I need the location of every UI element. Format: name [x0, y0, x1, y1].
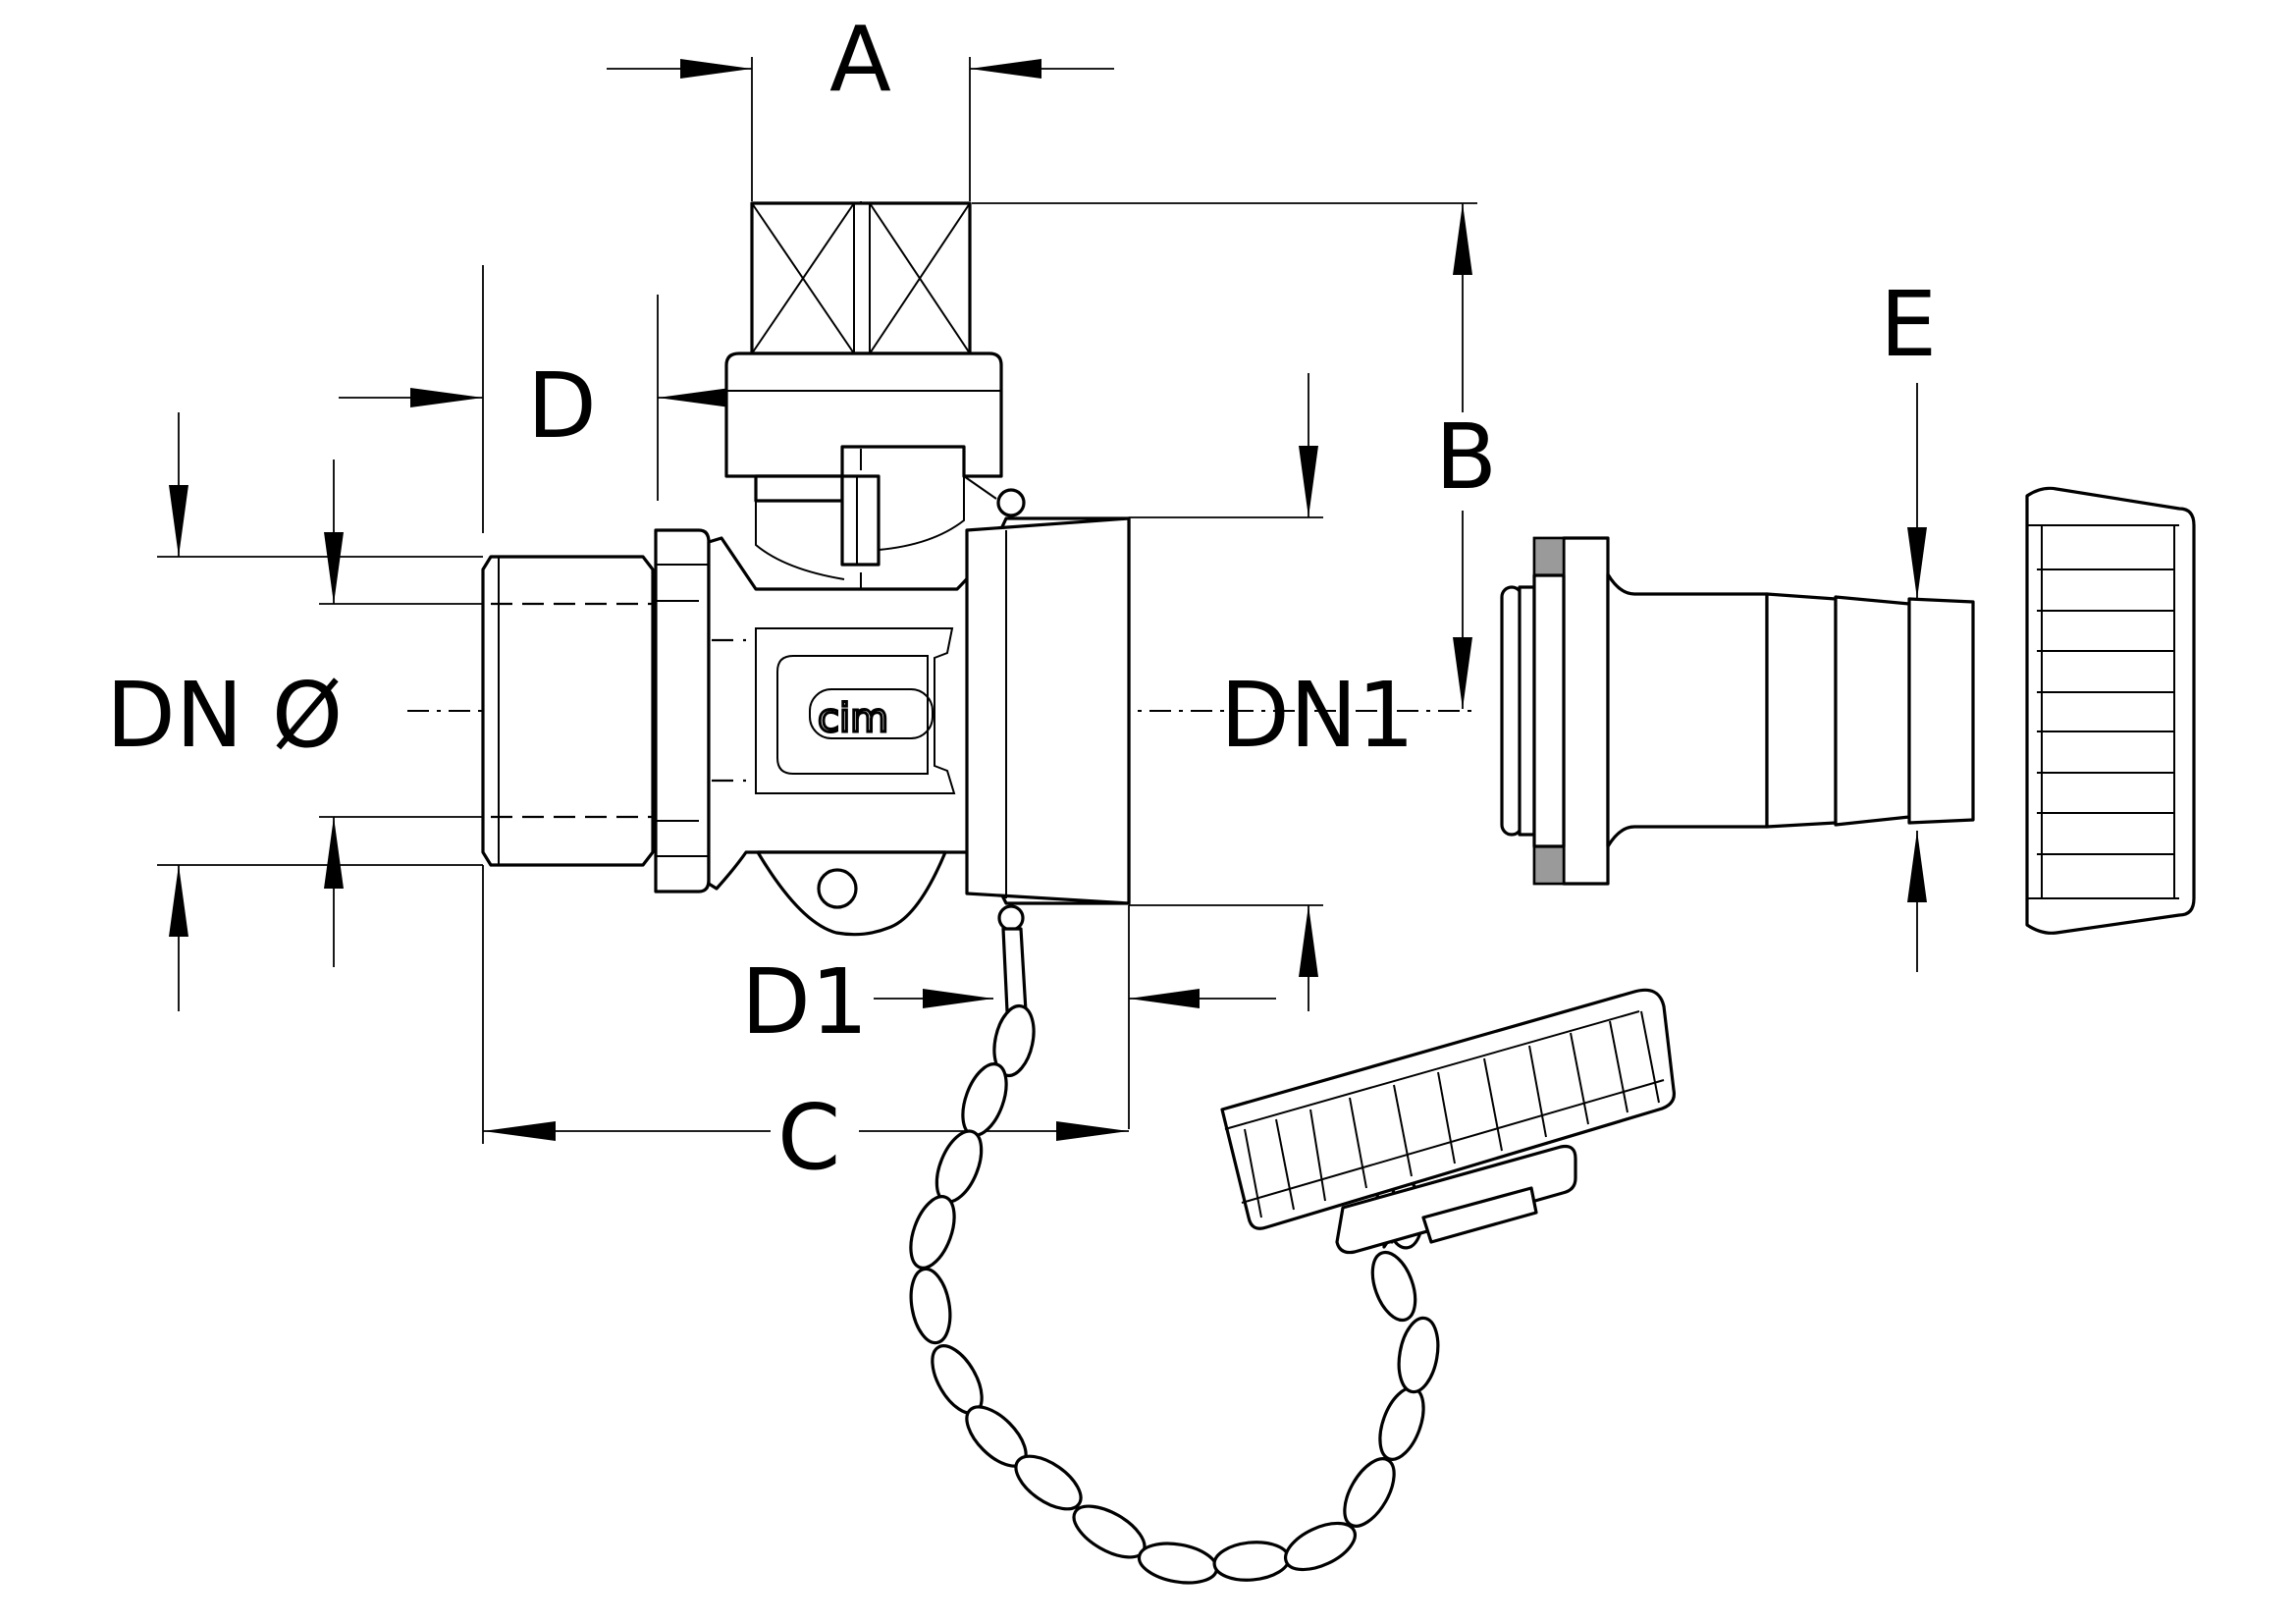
label-dn: DN Ø — [106, 663, 343, 768]
dust-cap — [1220, 988, 1677, 1255]
chain — [909, 927, 1440, 1585]
coupling-body: cim — [481, 488, 1131, 937]
label-a: A — [829, 7, 891, 112]
dimension-lines — [157, 57, 1927, 1144]
label-d1: D1 — [741, 949, 868, 1055]
label-d: D — [527, 353, 597, 459]
label-c: C — [777, 1085, 840, 1190]
label-e: E — [1880, 272, 1937, 377]
label-dn1: DN1 — [1220, 663, 1415, 768]
brand-logo: cim — [818, 696, 888, 741]
label-b: B — [1435, 405, 1497, 510]
top-valve-assembly — [724, 201, 1003, 580]
dimension-labels: A B C D D1 E DN Ø DN1 — [106, 7, 1937, 1190]
hose-tail-adapter — [1500, 536, 1975, 886]
knurled-nut — [2025, 486, 2196, 935]
